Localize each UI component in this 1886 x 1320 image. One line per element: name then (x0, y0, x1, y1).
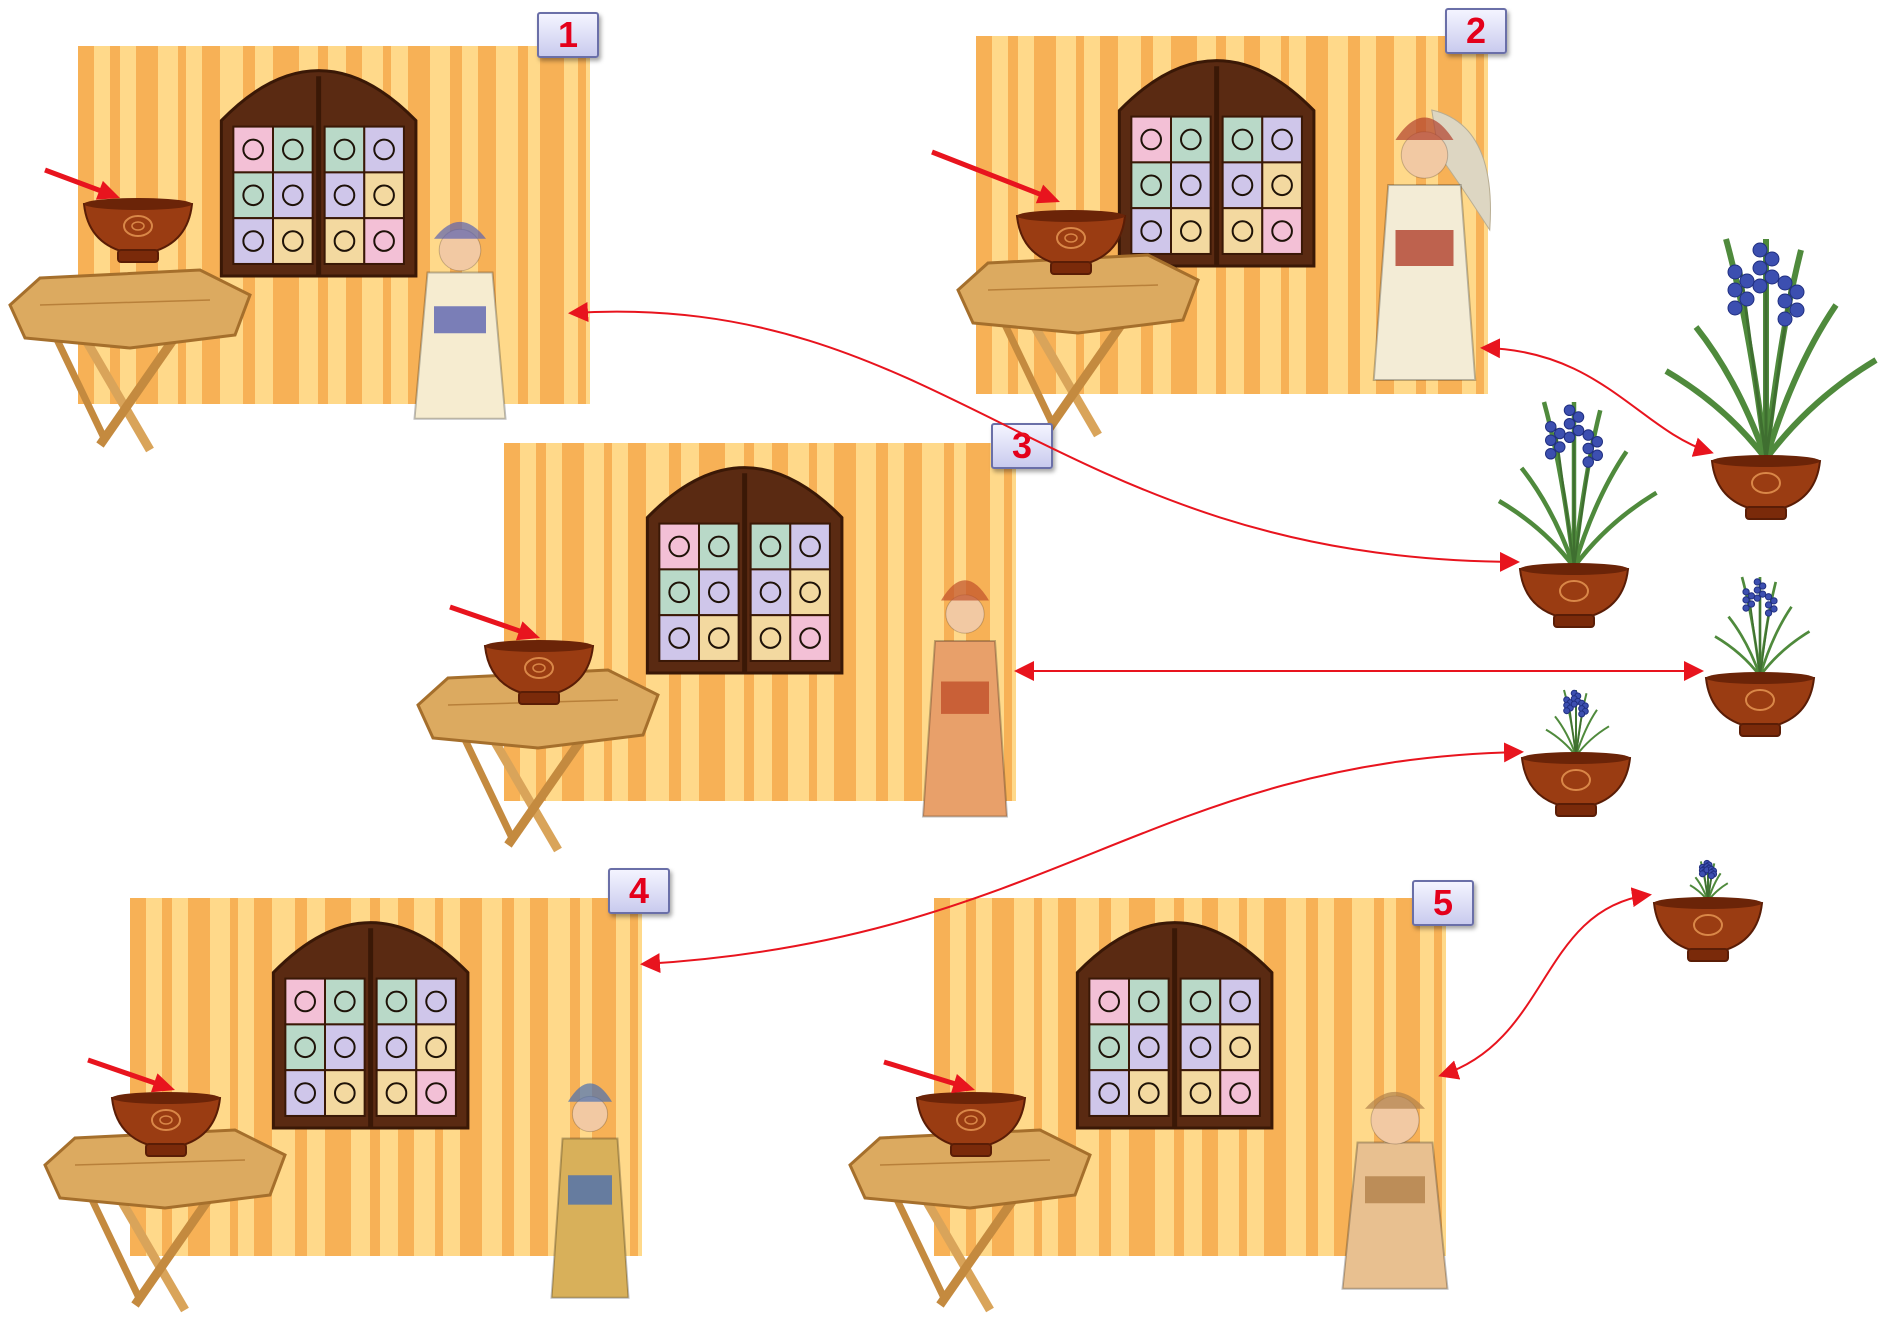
pointer-arrow-3 (449, 604, 540, 641)
folding-table-4 (43, 1128, 287, 1313)
potted-plant-5 (1652, 859, 1764, 962)
potted-plant-3 (1704, 576, 1816, 737)
folding-table-1 (8, 268, 252, 453)
empty-bowl-3 (483, 640, 595, 705)
stained-glass-window (271, 921, 470, 1130)
stained-glass-window (1117, 59, 1316, 268)
character-crouching-child (1341, 1091, 1449, 1290)
empty-bowl-2 (1015, 210, 1127, 275)
connector-panel-5 (1438, 887, 1652, 1080)
stained-glass-window (1075, 921, 1274, 1130)
pointer-arrow-4 (87, 1057, 175, 1093)
stained-glass-window (219, 69, 418, 278)
empty-bowl-1 (82, 198, 194, 263)
connector-panel-2 (1480, 338, 1714, 457)
folding-table-3 (416, 668, 660, 853)
pointer-arrow-1 (44, 167, 120, 200)
pointer-arrow-2 (931, 149, 1060, 204)
empty-bowl-4 (110, 1092, 222, 1157)
panel-number-badge-1: 1 (537, 12, 599, 58)
character-boy-in-white-hat (413, 221, 507, 420)
folding-table-5 (848, 1128, 1092, 1313)
empty-bowl-5 (915, 1092, 1027, 1157)
connector-panel-1 (568, 302, 1520, 572)
panel-number-badge-2: 2 (1445, 8, 1507, 54)
pointer-arrow-5 (883, 1059, 975, 1094)
potted-plant-1 (1664, 238, 1878, 520)
potted-plant-4 (1520, 689, 1632, 817)
character-child-in-winter-coat (550, 1083, 630, 1299)
connector-panel-4 (640, 742, 1524, 974)
